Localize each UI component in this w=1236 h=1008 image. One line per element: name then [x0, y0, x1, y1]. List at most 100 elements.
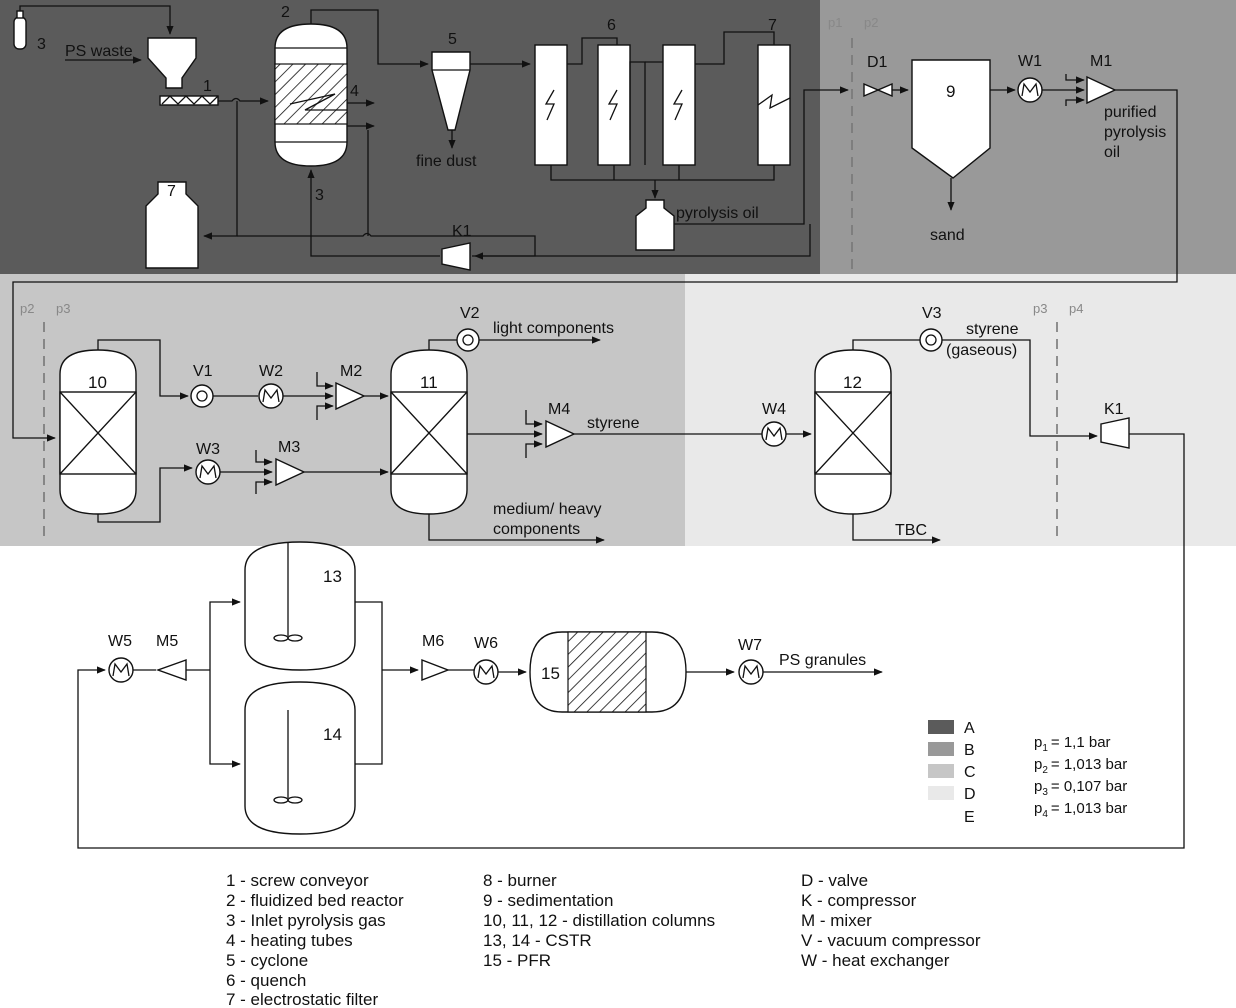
sedimentation-tank: [911, 59, 991, 179]
heat-exchanger-w4: [761, 421, 787, 447]
pressure-marker: p1: [828, 15, 842, 30]
distillation-column-12: [814, 349, 892, 515]
legend-item: 7 - electrostatic filter: [226, 990, 378, 1008]
label-w7: W7: [738, 637, 762, 654]
ps-granules-label: PS granules: [779, 652, 866, 669]
cstr-13: [244, 541, 356, 671]
zone-legend-label: C: [964, 764, 976, 781]
label-3: 3: [37, 36, 46, 53]
zone-swatch-c: [928, 764, 954, 778]
legend-item: 15 - PFR: [483, 951, 551, 970]
label-w5: W5: [108, 633, 132, 650]
light-components-label: light components: [493, 320, 614, 337]
heat-exchanger-w1: [1017, 77, 1043, 103]
pressure-entry: p4= 1,013 bar: [1034, 800, 1127, 820]
medium-heavy-label-2: components: [493, 521, 580, 538]
pyrolysis-oil-tank: [635, 199, 675, 251]
label-6: 6: [607, 17, 616, 34]
legend-item: W - heat exchanger: [801, 951, 950, 970]
burner-tank: [145, 181, 199, 269]
label-7b: 7: [167, 183, 176, 200]
styrene-gaseous-label-1: styrene: [966, 321, 1019, 338]
label-w4: W4: [762, 401, 786, 418]
vacuum-compressor-v2: [456, 328, 480, 352]
label-m3: M3: [278, 439, 300, 456]
pressure-marker: p2: [20, 301, 34, 316]
heat-exchanger-w7: [738, 659, 764, 685]
screw-conveyor: [159, 95, 219, 106]
styrene-gaseous-label-2: (gaseous): [946, 342, 1017, 359]
legend-item: 9 - sedimentation: [483, 891, 613, 910]
label-m6: M6: [422, 633, 444, 650]
label-v3: V3: [922, 305, 942, 322]
label-m4: M4: [548, 401, 570, 418]
label-4: 4: [350, 83, 359, 100]
pressure-marker: p4: [1069, 301, 1083, 316]
pfr-15: [529, 631, 687, 713]
pressure-marker: p3: [1033, 301, 1047, 316]
pressure-marker: p3: [56, 301, 70, 316]
gas-bottle-icon: [13, 10, 27, 50]
pressure-marker: p2: [864, 15, 878, 30]
label-k1: K1: [452, 223, 472, 240]
compressor-k1-b: [1100, 417, 1130, 449]
label-d1: D1: [867, 54, 888, 71]
label-12: 12: [843, 373, 862, 392]
label-13: 13: [323, 567, 342, 586]
label-3b: 3: [315, 187, 324, 204]
heat-exchanger-w2: [258, 383, 284, 409]
zone-b: [820, 0, 1236, 274]
zone-legend: A B C D E: [928, 720, 976, 826]
legend-item: 4 - heating tubes: [226, 931, 353, 950]
legend-item: 10, 11, 12 - distillation columns: [483, 911, 715, 930]
zone-legend-label: B: [964, 742, 975, 759]
mixer-m2: [335, 381, 366, 411]
zone-legend-label: E: [964, 809, 975, 826]
label-15: 15: [541, 664, 560, 683]
quench-unit: [534, 44, 568, 166]
equipment-legend: 1 - screw conveyor 2 - fluidized bed rea…: [226, 871, 981, 1008]
vacuum-compressor-v3: [919, 328, 943, 352]
quench-unit: [597, 44, 631, 166]
legend-item: K - compressor: [801, 891, 917, 910]
label-w3: W3: [196, 441, 220, 458]
medium-heavy-label-1: medium/ heavy: [493, 501, 602, 518]
ps-waste-label: PS waste: [65, 43, 133, 60]
fine-dust-label: fine dust: [416, 153, 477, 170]
label-2: 2: [281, 4, 290, 21]
vacuum-compressor-v1: [190, 384, 214, 408]
purified-label-2: pyrolysis: [1104, 124, 1166, 141]
label-11: 11: [420, 373, 438, 392]
zone-swatch-d: [928, 786, 954, 800]
pressure-entry: p1= 1,1 bar: [1034, 734, 1111, 754]
legend-item: D - valve: [801, 871, 868, 890]
label-v1: V1: [193, 363, 213, 380]
label-7: 7: [768, 17, 777, 34]
legend-item: 13, 14 - CSTR: [483, 931, 592, 950]
tbc-label: TBC: [895, 522, 927, 539]
label-14: 14: [323, 725, 342, 744]
pressure-entry: p2= 1,013 bar: [1034, 756, 1127, 776]
label-w2: W2: [259, 363, 283, 380]
mixer-m1: [1086, 75, 1117, 105]
legend-item: M - mixer: [801, 911, 872, 930]
legend-item: V - vacuum compressor: [801, 931, 981, 950]
label-w6: W6: [474, 635, 498, 652]
heat-exchanger-w6: [473, 659, 499, 685]
styrene-label: styrene: [587, 415, 640, 432]
legend-item: 3 - Inlet pyrolysis gas: [226, 911, 386, 930]
label-m5: M5: [156, 633, 178, 650]
distillation-column-11: [390, 349, 468, 515]
cstr-14: [244, 681, 356, 835]
heat-exchanger-w5: [108, 657, 134, 683]
legend-item: 1 - screw conveyor: [226, 871, 369, 890]
zone-legend-label: D: [964, 786, 976, 803]
compressor-k1: [441, 242, 471, 271]
legend-item: 5 - cyclone: [226, 951, 308, 970]
label-m1: M1: [1090, 53, 1112, 70]
pressure-boundaries: p1 p2 p2 p3 p3 p4: [20, 15, 1083, 540]
legend-item: 8 - burner: [483, 871, 557, 890]
pressure-legend: p1= 1,1 bar p2= 1,013 bar p3= 0,107 bar …: [1034, 734, 1127, 820]
mixer-m5: [155, 659, 187, 681]
